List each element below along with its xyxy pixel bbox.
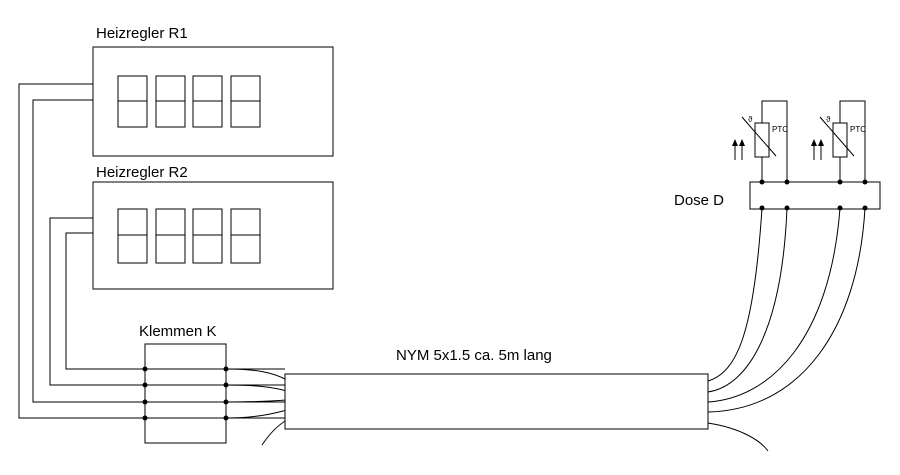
ptc-temp-symbol-2: ϑ <box>826 115 831 124</box>
cable-right-fanout <box>707 207 866 452</box>
ptc-sensor-2: ϑ PTC <box>811 100 866 182</box>
ptc-label-1: PTC <box>772 125 788 134</box>
controller-r2: Heizregler R2 <box>92 164 334 290</box>
junction-box: Dose D <box>674 179 881 211</box>
ptc-sensor-1: ϑ PTC <box>732 100 788 182</box>
nym-cable: NYM 5x1.5 ca. 5m lang <box>284 347 709 430</box>
ptc-arrows-1 <box>732 139 745 160</box>
digit <box>117 75 148 128</box>
terminal-dots <box>142 366 229 421</box>
terminal-block: Klemmen K <box>139 323 285 444</box>
digit <box>230 75 261 128</box>
ptc-arrows-2 <box>811 139 824 160</box>
controller-r1-display <box>117 75 261 128</box>
controller-wires <box>18 83 145 419</box>
controller-r2-display <box>117 208 261 264</box>
terminal-rails <box>145 368 285 419</box>
digit <box>230 208 261 264</box>
digit <box>192 75 223 128</box>
digit <box>117 208 148 264</box>
digit <box>155 75 186 128</box>
terminal-block-title: Klemmen K <box>139 323 217 340</box>
junction-box-title: Dose D <box>674 192 724 209</box>
digit <box>192 208 223 264</box>
ptc-label-2: PTC <box>850 125 866 134</box>
cable-sheath <box>284 373 709 430</box>
junction-box-housing <box>749 181 881 210</box>
controller-r2-title: Heizregler R2 <box>96 164 188 181</box>
controller-r1: Heizregler R1 <box>92 25 334 157</box>
digit <box>155 208 186 264</box>
cable-label: NYM 5x1.5 ca. 5m lang <box>396 347 552 364</box>
controller-r1-title: Heizregler R1 <box>96 25 188 42</box>
cable-left-fanout <box>225 368 288 446</box>
ptc-temp-symbol-1: ϑ <box>748 115 753 124</box>
terminal-block-housing <box>144 343 227 444</box>
